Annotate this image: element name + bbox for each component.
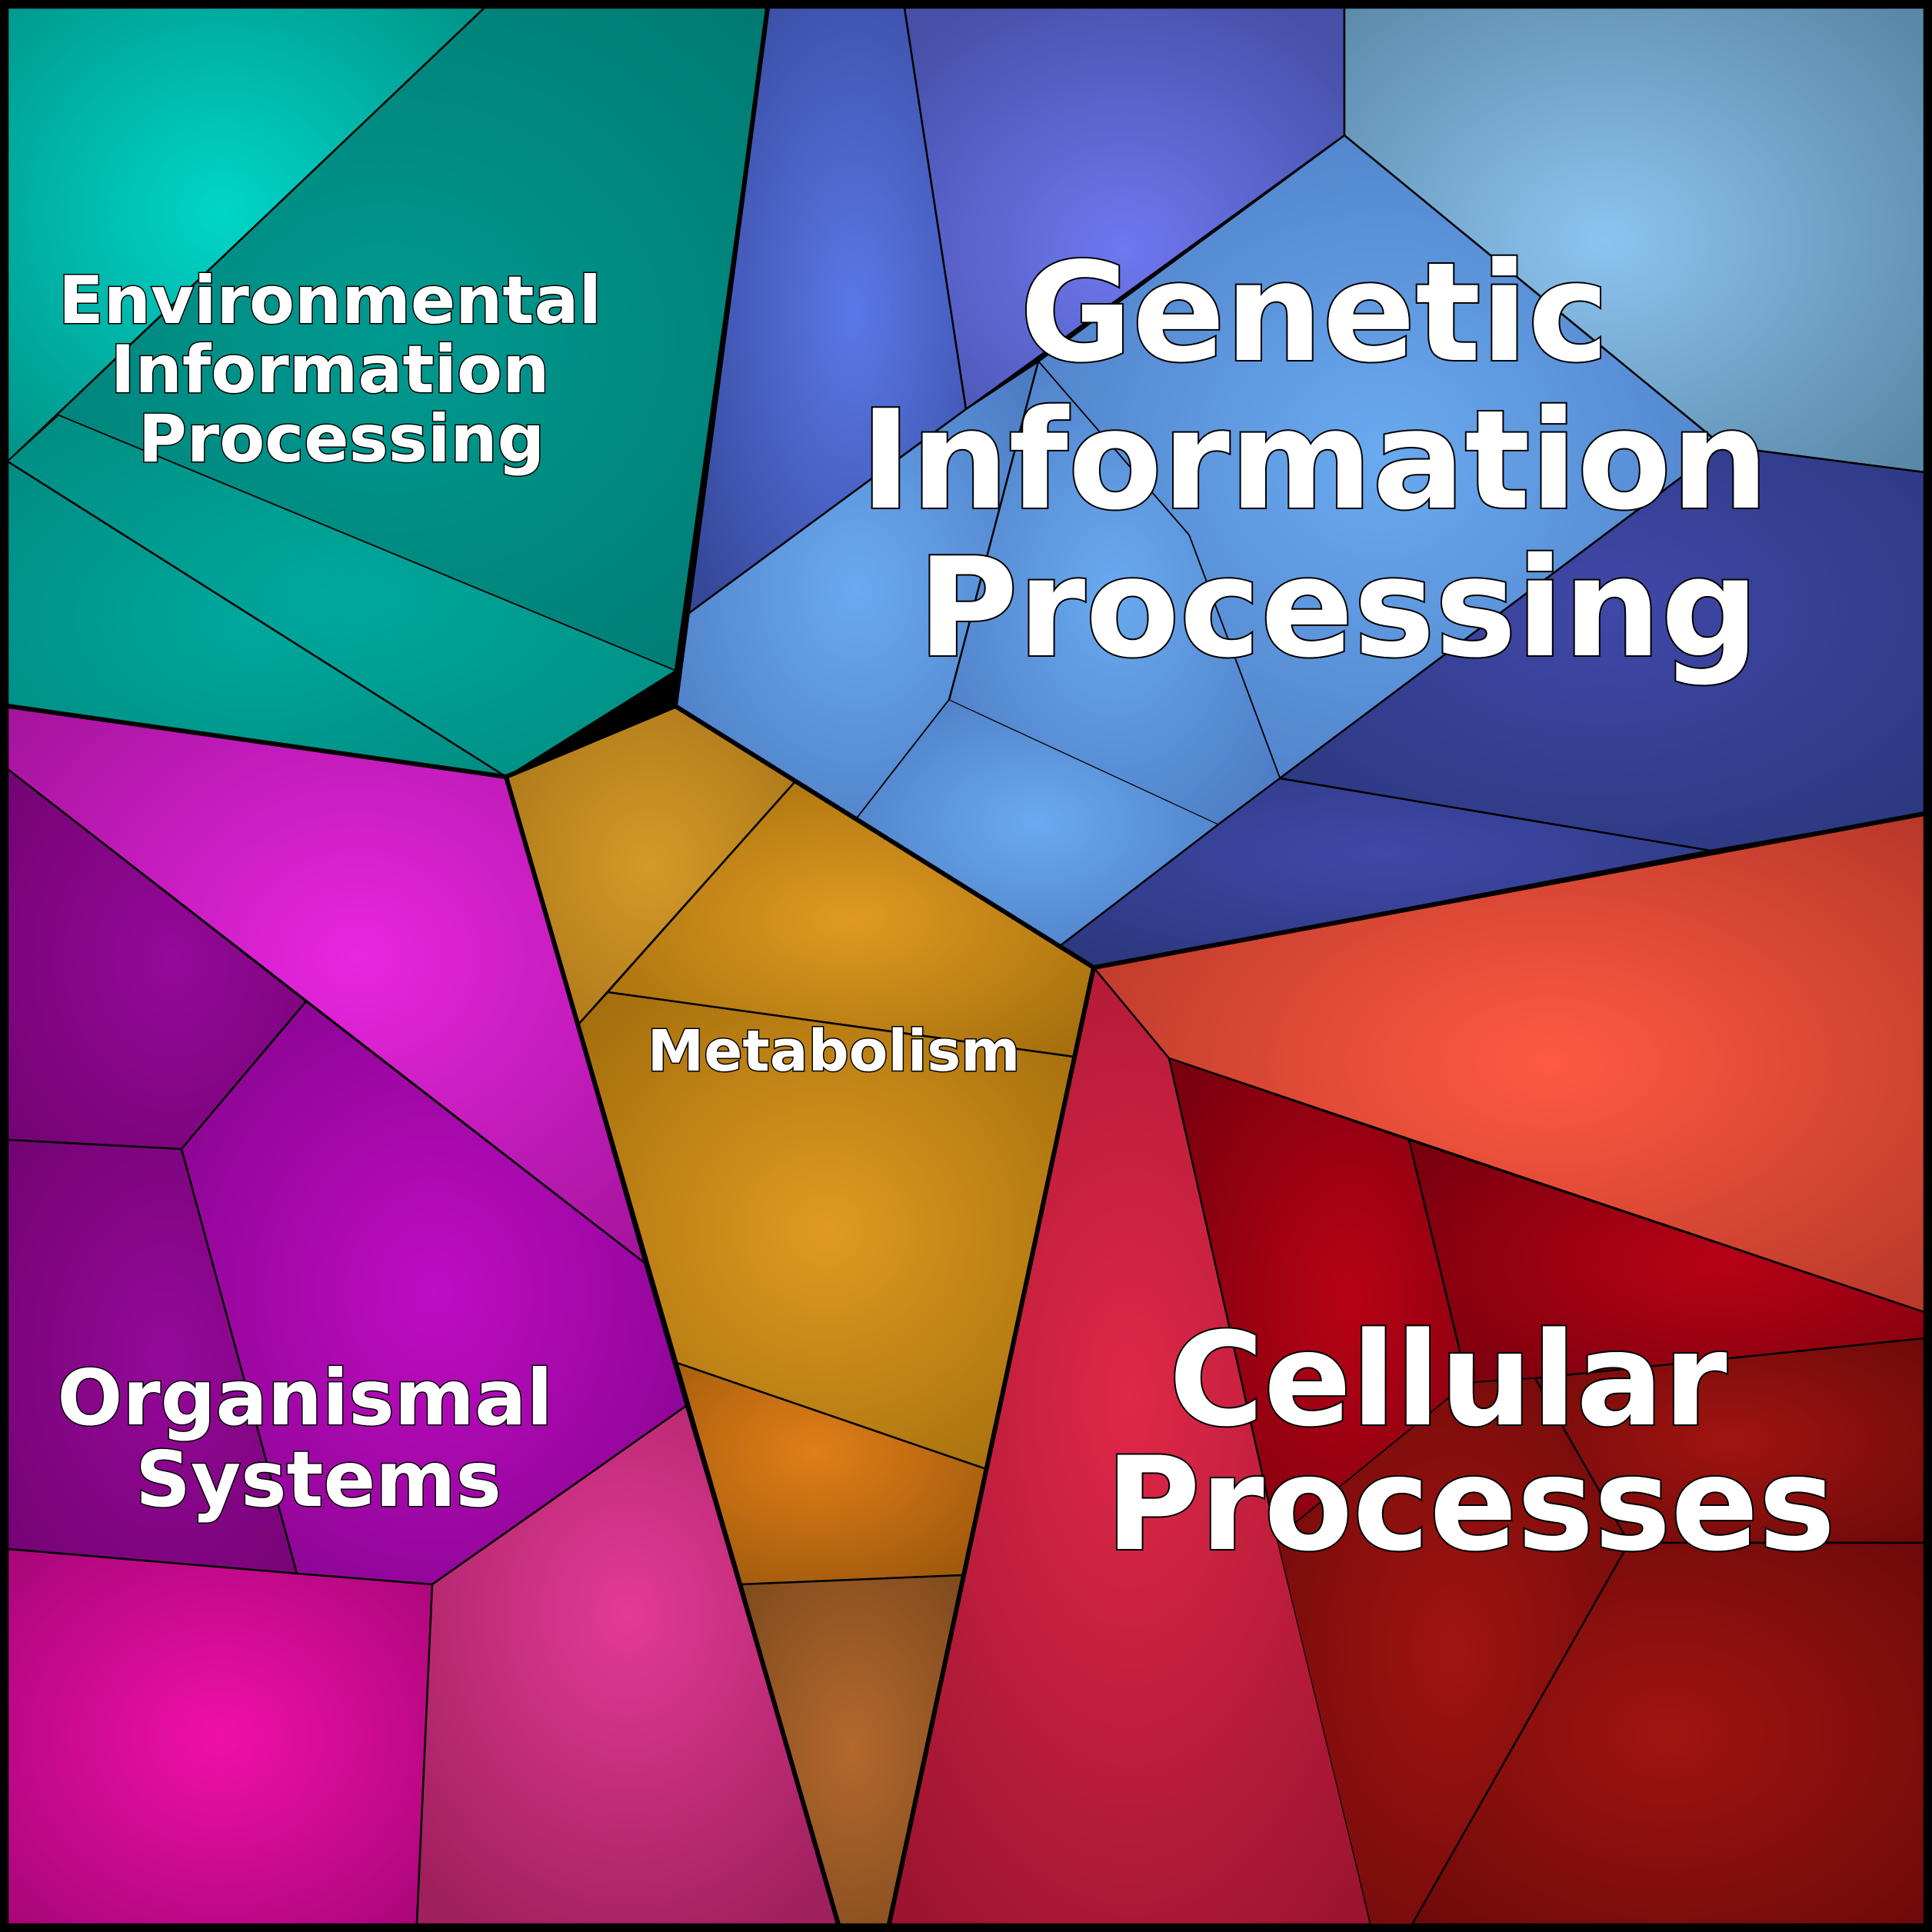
label-organismal: Organismal Systems [57,1353,579,1524]
region-environmental [6,6,769,778]
region-organismal [6,705,840,1926]
label-environmental: Environmental Information Processing [58,262,625,478]
label-cellular-line-1: Cellular [1169,1304,1727,1455]
label-organismal-line-1: Organismal [57,1353,552,1443]
region-cellular [888,812,1926,1926]
label-cellular: Cellular Processes [1106,1304,1836,1580]
label-genetic-line-3: Processing [918,528,1759,688]
label-genetic-line-1: Genetic [1020,233,1609,392]
region-metabolism [505,705,1095,1926]
label-environmental-line-3: Processing [138,401,545,478]
label-genetic: Genetic Information Processing [860,233,1816,688]
label-organismal-line-2: Systems [135,1434,501,1524]
region-genetic [674,6,1926,969]
label-cellular-line-2: Processes [1106,1429,1836,1580]
cell-organismal-5 [6,1547,434,1926]
region-borders [7,7,1925,1925]
label-metabolism-line-1: Metabolism [648,1018,1021,1084]
label-genetic-line-2: Information [860,381,1768,540]
label-environmental-line-2: Information [111,331,550,408]
label-environmental-line-1: Environmental [58,262,601,339]
label-metabolism: Metabolism [648,1018,1021,1084]
